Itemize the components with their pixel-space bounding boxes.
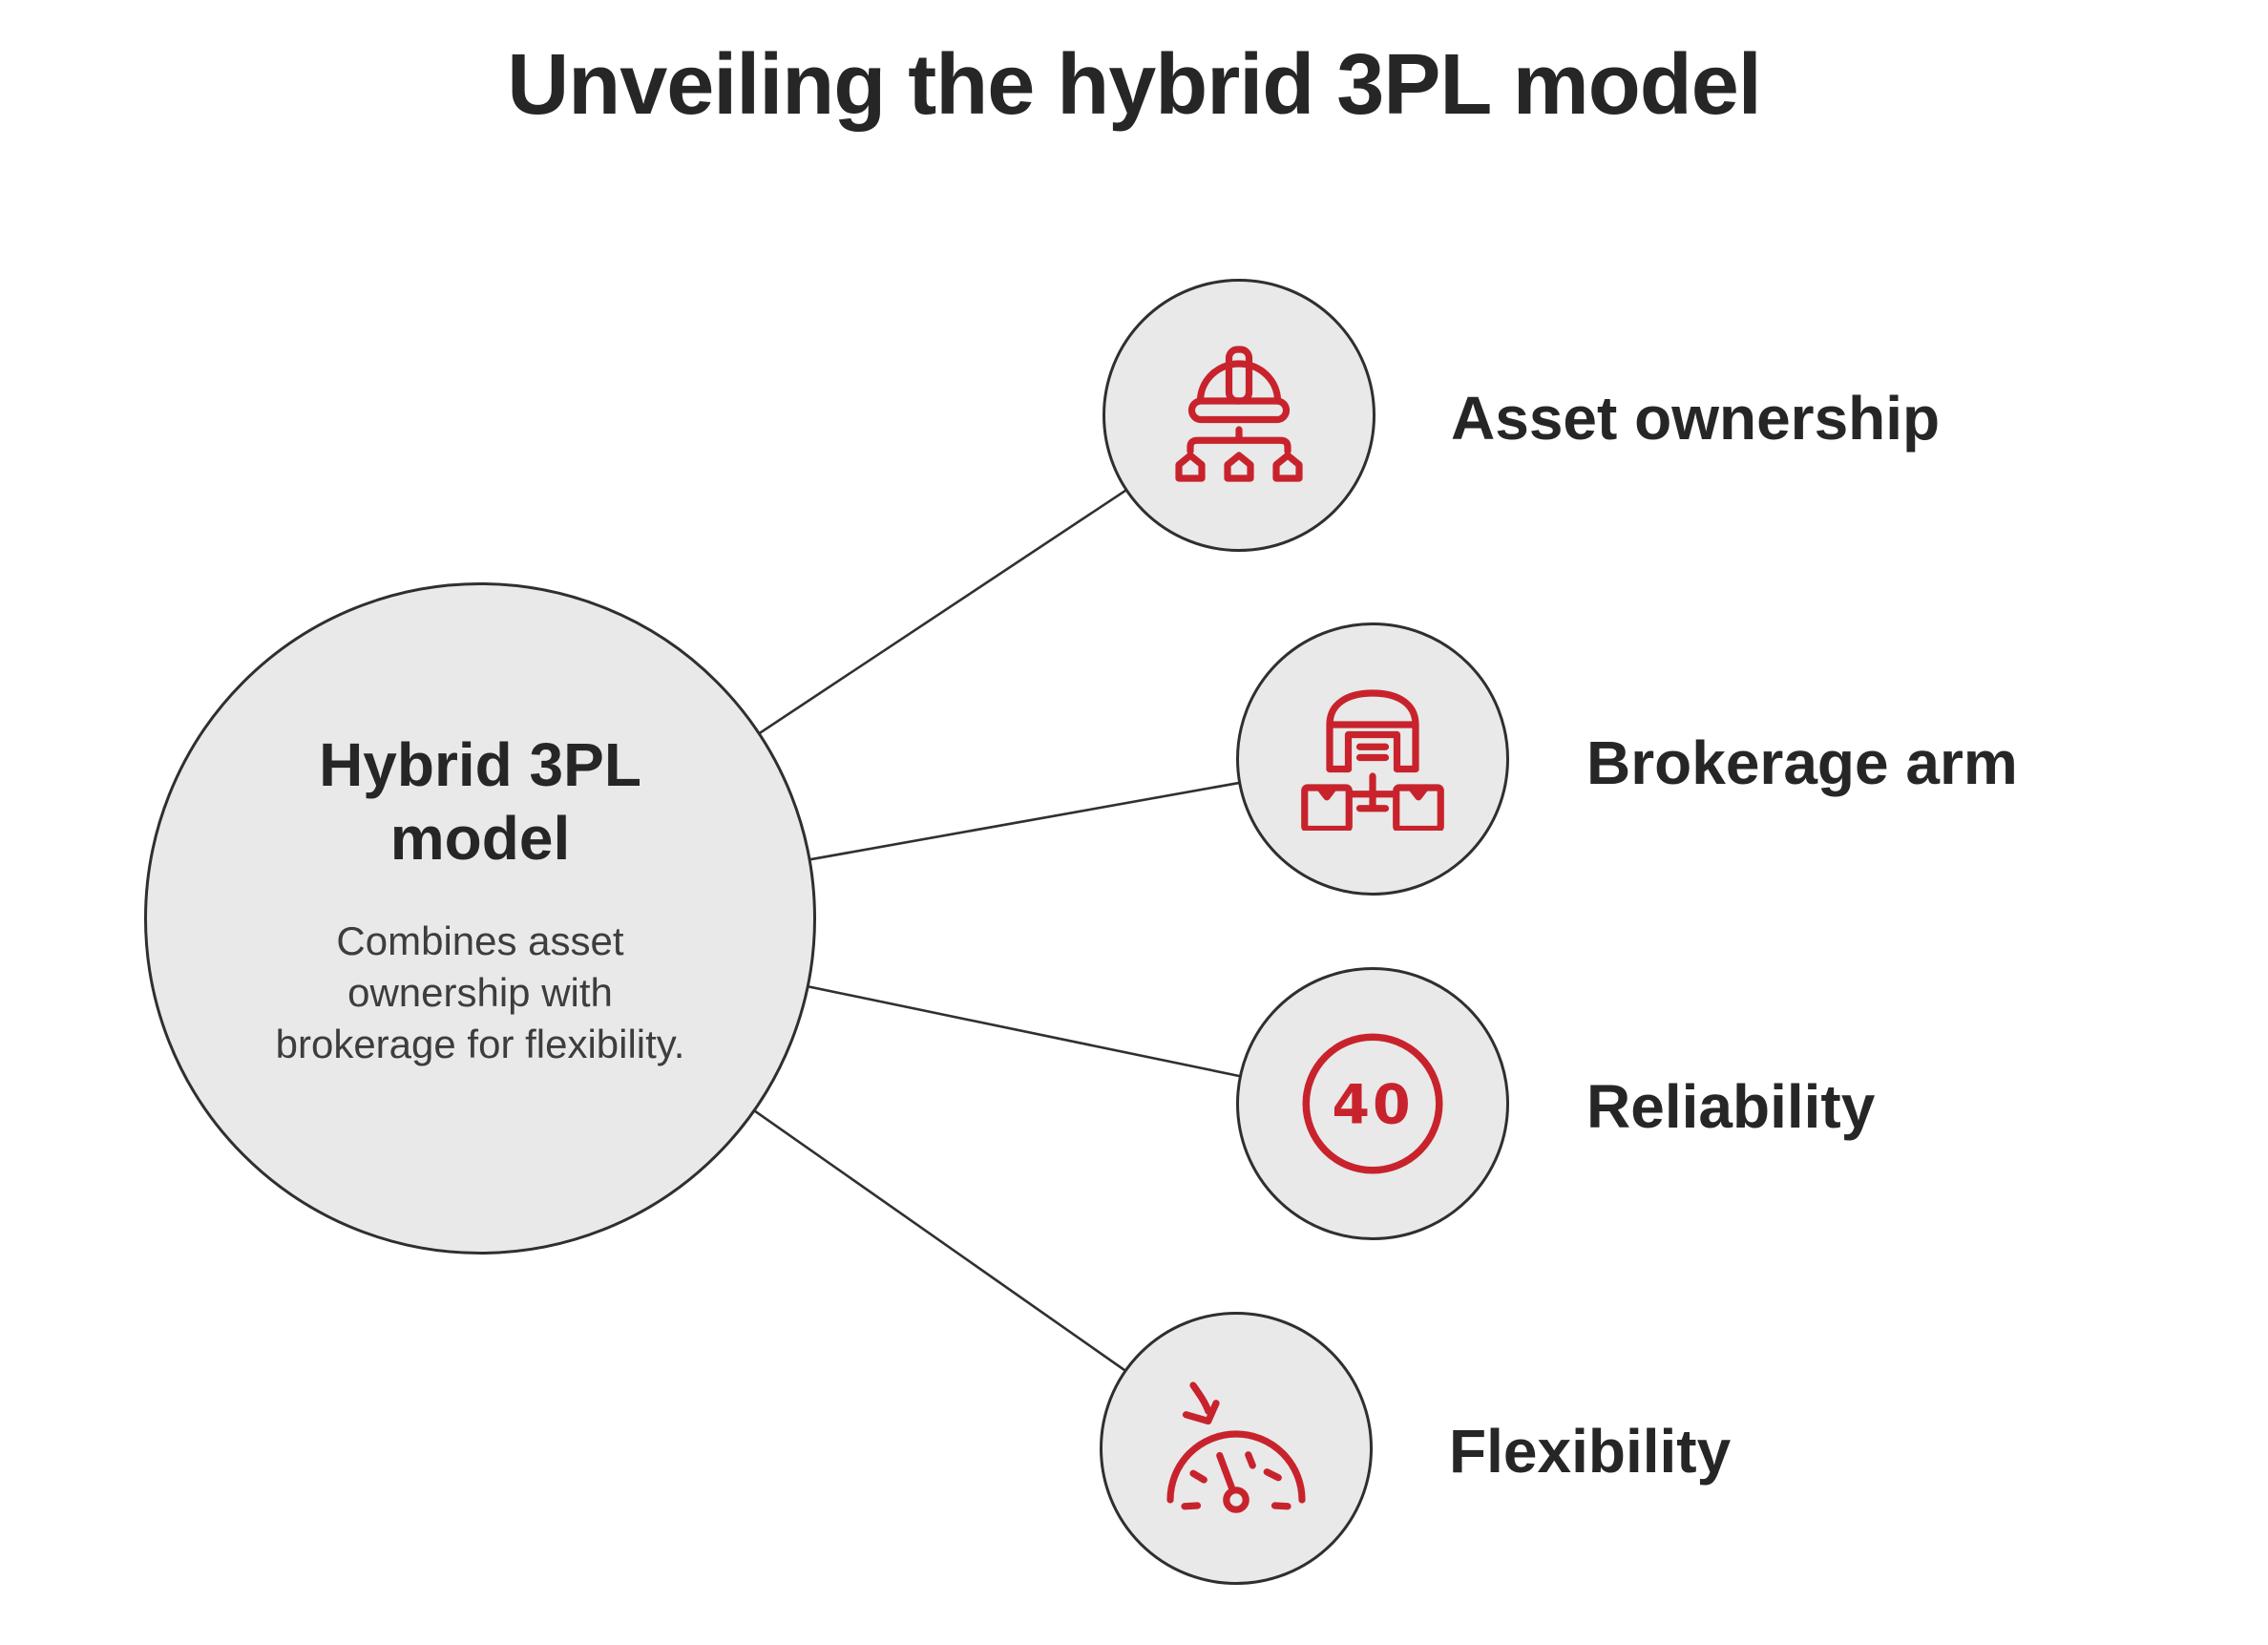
node-label-flexibility: Flexibility [1449,1417,1732,1486]
node-circle-asset-ownership [1102,279,1376,552]
hub-description-line: brokerage for flexibility. [275,1021,685,1066]
speed-limit-sign-icon: 40 [1302,1033,1443,1174]
warehouse-distribution-icon [1301,689,1444,831]
hub-description-line: ownership with [347,969,613,1015]
node-label-brokerage-arm: Brokerage arm [1586,728,2018,797]
node-circle-reliability: 40 [1236,967,1509,1240]
gauge-with-arrow-icon [1166,1381,1306,1513]
hub-description-line: Combines asset [336,917,624,963]
page-title: Unveiling the hybrid 3PL model [507,37,1762,133]
node-circle-brokerage-arm [1236,622,1509,896]
node-label-asset-ownership: Asset ownership [1451,384,1941,453]
hub-circle: Hybrid 3PL model Combines asset ownershi… [144,582,816,1255]
hub-description: Combines asset ownership with brokerage … [276,916,685,1071]
speed-limit-value: 40 [1332,1074,1413,1137]
node-label-reliability: Reliability [1586,1072,1876,1141]
hard-hat-hierarchy-icon [1175,346,1303,482]
node-circle-flexibility [1100,1312,1373,1585]
hub-heading: Hybrid 3PL model [319,729,641,873]
